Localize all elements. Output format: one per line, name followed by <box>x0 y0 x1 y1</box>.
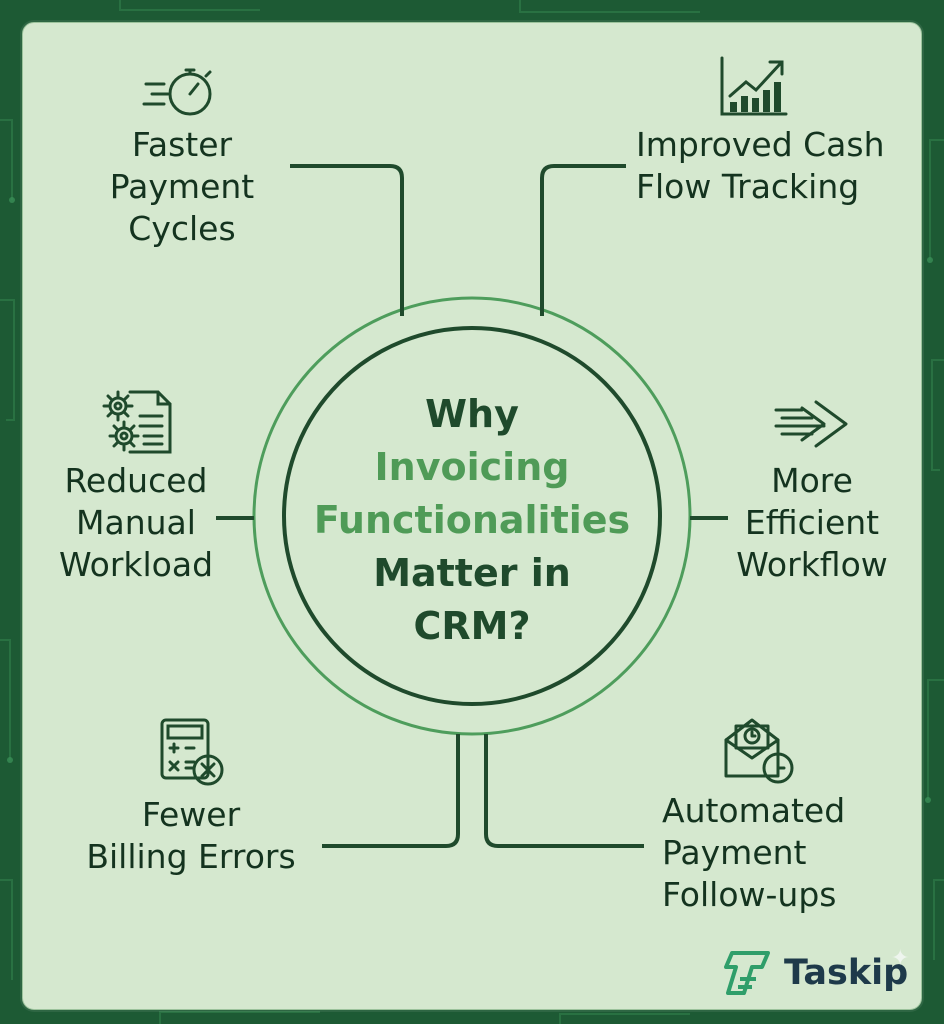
growth-chart-icon <box>720 56 788 116</box>
envelope-clock-icon <box>724 718 794 784</box>
title-line-2: Invoicing <box>374 445 570 489</box>
taskip-logo-icon <box>724 951 770 995</box>
gears-document-icon <box>102 390 172 454</box>
inner-circle <box>282 326 662 706</box>
brand-logo: Taskip <box>722 946 908 1000</box>
sparkle-icon: ✦ <box>891 946 910 971</box>
title-line-1: Why <box>425 392 519 436</box>
title-line-4: Matter in <box>373 551 571 595</box>
content-card <box>22 22 922 1010</box>
brand-name: Taskip <box>784 953 909 993</box>
benefit-label-reduced-manual-workload: Reduced Manual Workload <box>58 461 214 584</box>
connector-top-left <box>290 164 404 316</box>
title-line-5: CRM? <box>413 604 531 648</box>
connector-bottom-right <box>484 734 644 848</box>
title-line-3: Functionalities <box>313 498 631 542</box>
calculator-error-icon <box>160 718 224 786</box>
fast-arrows-icon <box>774 400 848 448</box>
benefit-label-more-efficient-workflow: More Efficient Workflow <box>736 461 888 584</box>
benefit-label-improved-cash-flow: Improved Cash Flow Tracking <box>636 125 885 206</box>
benefit-label-fewer-billing-errors: Fewer Billing Errors <box>86 795 296 876</box>
connector-bottom-left <box>322 734 460 848</box>
connector-top-right <box>540 164 626 316</box>
stopwatch-icon <box>142 68 212 116</box>
benefit-label-automated-payment-follow-ups: Automated Payment Follow-ups <box>662 791 846 914</box>
benefit-label-faster-payment-cycles: Faster Payment Cycles <box>109 125 255 248</box>
center-title: Why Invoicing Functionalities Matter in … <box>300 388 644 653</box>
